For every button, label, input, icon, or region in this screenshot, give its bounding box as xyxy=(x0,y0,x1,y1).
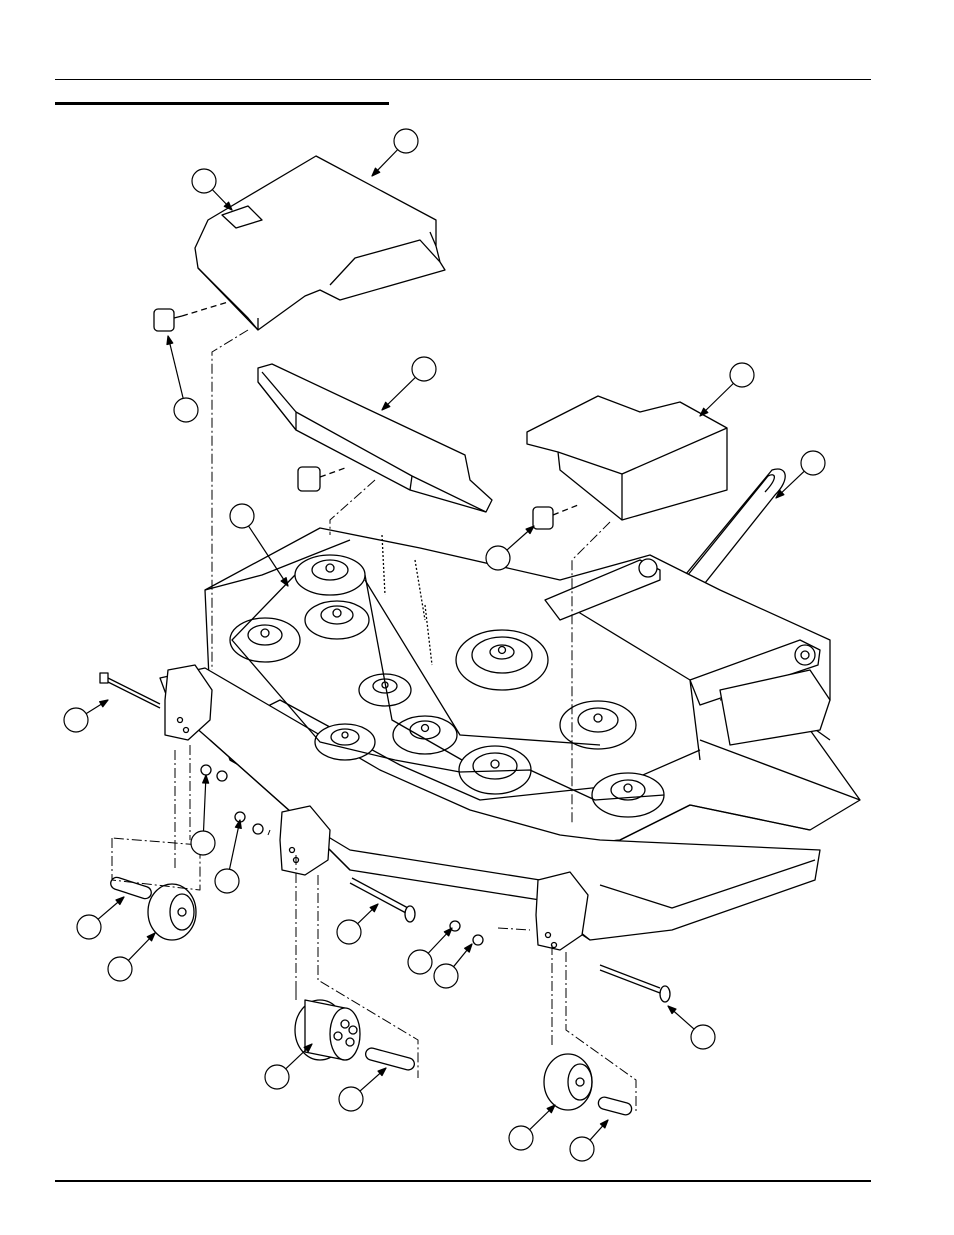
pulley-right-spindle xyxy=(592,773,664,817)
callout-circle xyxy=(570,1137,594,1161)
callout-circle xyxy=(192,169,216,193)
knob-center xyxy=(298,467,345,491)
callout-circle xyxy=(77,915,101,939)
right-belt-cover xyxy=(527,396,727,520)
callout-circle xyxy=(108,957,132,981)
callout-circle xyxy=(730,363,754,387)
nut-washer-right xyxy=(450,921,483,945)
axle-center xyxy=(364,1047,415,1072)
callout-circle xyxy=(339,1087,363,1111)
callout-circle xyxy=(230,504,254,528)
callout-circle xyxy=(174,398,198,422)
callout-circle xyxy=(215,869,239,893)
callout-circle xyxy=(191,831,215,855)
callout-circle xyxy=(486,546,510,570)
callout-circle xyxy=(408,950,432,974)
callout-circle xyxy=(265,1065,289,1089)
bolt-right xyxy=(600,965,670,1002)
pulley-right-idler xyxy=(560,701,636,749)
callout-circle xyxy=(64,708,88,732)
pulley-left-spindle xyxy=(230,618,300,662)
callout-circle xyxy=(412,357,436,381)
pulley-lower-center xyxy=(393,716,457,754)
axle-right xyxy=(597,1096,633,1116)
callout-circle xyxy=(337,920,361,944)
pulley-center-idler xyxy=(359,674,411,706)
axle-left xyxy=(109,876,153,900)
callout-arrowhead xyxy=(167,336,173,344)
callout-arrowhead xyxy=(203,775,209,783)
callout-circle xyxy=(509,1126,533,1150)
pulley-upper-mid xyxy=(305,601,369,639)
gauge-wheel-right xyxy=(544,1054,592,1110)
knob-left-top xyxy=(154,302,228,331)
gauge-wheel-left xyxy=(148,884,196,940)
pulley-upper-left xyxy=(295,555,365,595)
bolt-center xyxy=(350,878,415,922)
callout-circle xyxy=(691,1025,715,1049)
callout-leader xyxy=(168,336,183,398)
bolt-left xyxy=(100,673,160,708)
top-belt-cover xyxy=(195,156,445,330)
callout-circle xyxy=(801,451,825,475)
middle-spindle-cover xyxy=(258,364,492,512)
pulley-main-drive xyxy=(456,630,548,690)
knob-right xyxy=(533,505,578,529)
callout-arrowhead xyxy=(100,700,108,707)
callout-circle xyxy=(434,964,458,988)
pulley-lower-left xyxy=(315,724,375,760)
callout-circle xyxy=(394,129,418,153)
